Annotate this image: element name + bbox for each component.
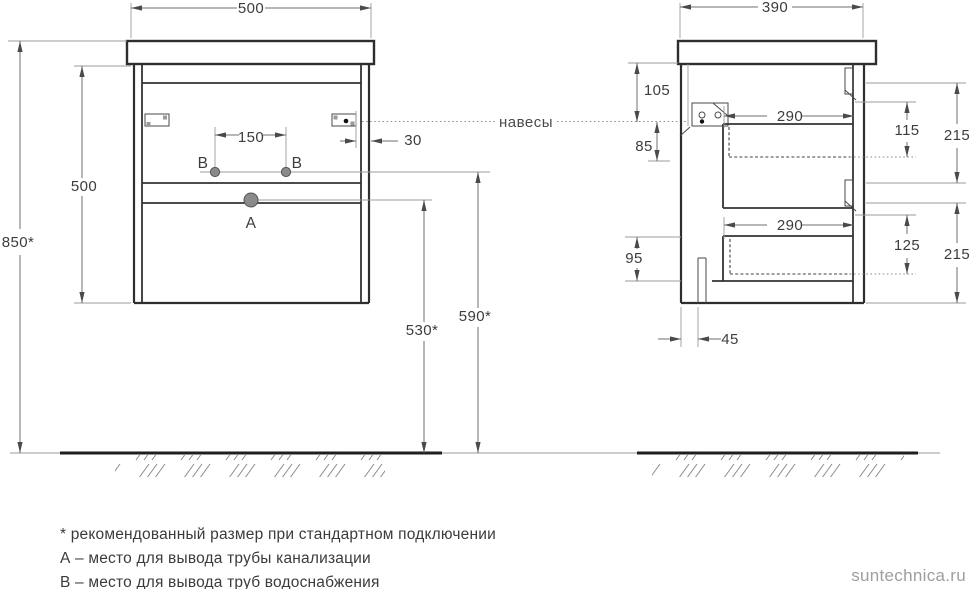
side-lower-drawer: [712, 235, 916, 282]
label-b-left: B: [198, 155, 209, 172]
water-outlet-right: [280, 166, 292, 178]
water-outlet-left: [209, 166, 221, 178]
front-view: B B A 500 850* 500 1: [2, 0, 491, 453]
front-dimensions: 500 850* 500 150 30 590: [2, 0, 491, 453]
dim-hanger-top: 105: [644, 82, 670, 99]
rail-upper: [844, 67, 854, 95]
side-countertop: [676, 39, 878, 66]
front-countertop: [125, 39, 376, 66]
hangers-callout-label: навесы: [499, 114, 553, 131]
dim-depth: 390: [762, 0, 788, 16]
hanger-left: [144, 113, 170, 127]
side-view: 390 105 85 95 290 290: [625, 0, 970, 348]
side-hanger-bracket: [679, 64, 729, 137]
front-wall-hangers: [144, 113, 357, 127]
rail-lower: [844, 179, 854, 207]
side-upper-drawer: [722, 123, 916, 209]
label-b-right: B: [292, 155, 303, 172]
dim-lower-inner: 125: [894, 237, 920, 254]
note-legend-b: В – место для вывода труб водоснабжения: [60, 574, 380, 589]
label-a: A: [246, 215, 257, 232]
hanger-left-screw: [163, 115, 167, 120]
hanger-right-dot: [343, 118, 349, 124]
watermark: suntechnica.ru: [851, 566, 966, 585]
dim-bottom-section: 95: [625, 250, 643, 267]
side-drawer-rails: [844, 67, 857, 212]
dim-drain-wall-offset: 45: [721, 331, 739, 348]
dim-drain-height: 530*: [406, 322, 438, 339]
hanger-left-screw2: [146, 122, 151, 126]
dim-lower-drawer-depth: 290: [777, 217, 803, 234]
ground-hatching-left: [115, 455, 385, 477]
dim-hanger-offset: 30: [404, 132, 422, 149]
dim-upper-drawer-depth: 290: [777, 108, 803, 125]
dim-total-height: 850*: [2, 234, 34, 251]
dim-outlet-spacing: 150: [238, 129, 264, 146]
note-legend-a: А – место для вывода трубы канализации: [60, 550, 371, 567]
front-outlet-points: B B A: [198, 155, 490, 232]
dim-lower-front: 215: [944, 246, 970, 263]
side-drain-pipe: [697, 257, 707, 303]
hanger-right-screw2: [350, 121, 355, 126]
dim-upper-inner: 115: [894, 122, 919, 139]
dim-upper-front: 215: [944, 127, 970, 144]
note-recommended: * рекомендованный размер при стандартном…: [60, 526, 496, 543]
dim-hanger-below: 85: [635, 138, 653, 155]
dim-front-width: 500: [238, 0, 264, 17]
side-cabinet-outline: [676, 39, 878, 305]
bracket-dot: [699, 119, 705, 124]
dim-water-height: 590*: [459, 308, 491, 325]
ground-hatching-right: [652, 455, 904, 477]
footnotes: * рекомендованный размер при стандартном…: [60, 526, 496, 589]
dim-cabinet-height: 500: [71, 178, 97, 195]
side-dimensions: 390 105 85 95 290 290: [625, 0, 970, 348]
hanger-right-screw: [333, 115, 338, 120]
drain-outlet: [243, 192, 259, 208]
hangers-callout: навесы: [362, 114, 688, 131]
ground-line: [10, 451, 940, 477]
